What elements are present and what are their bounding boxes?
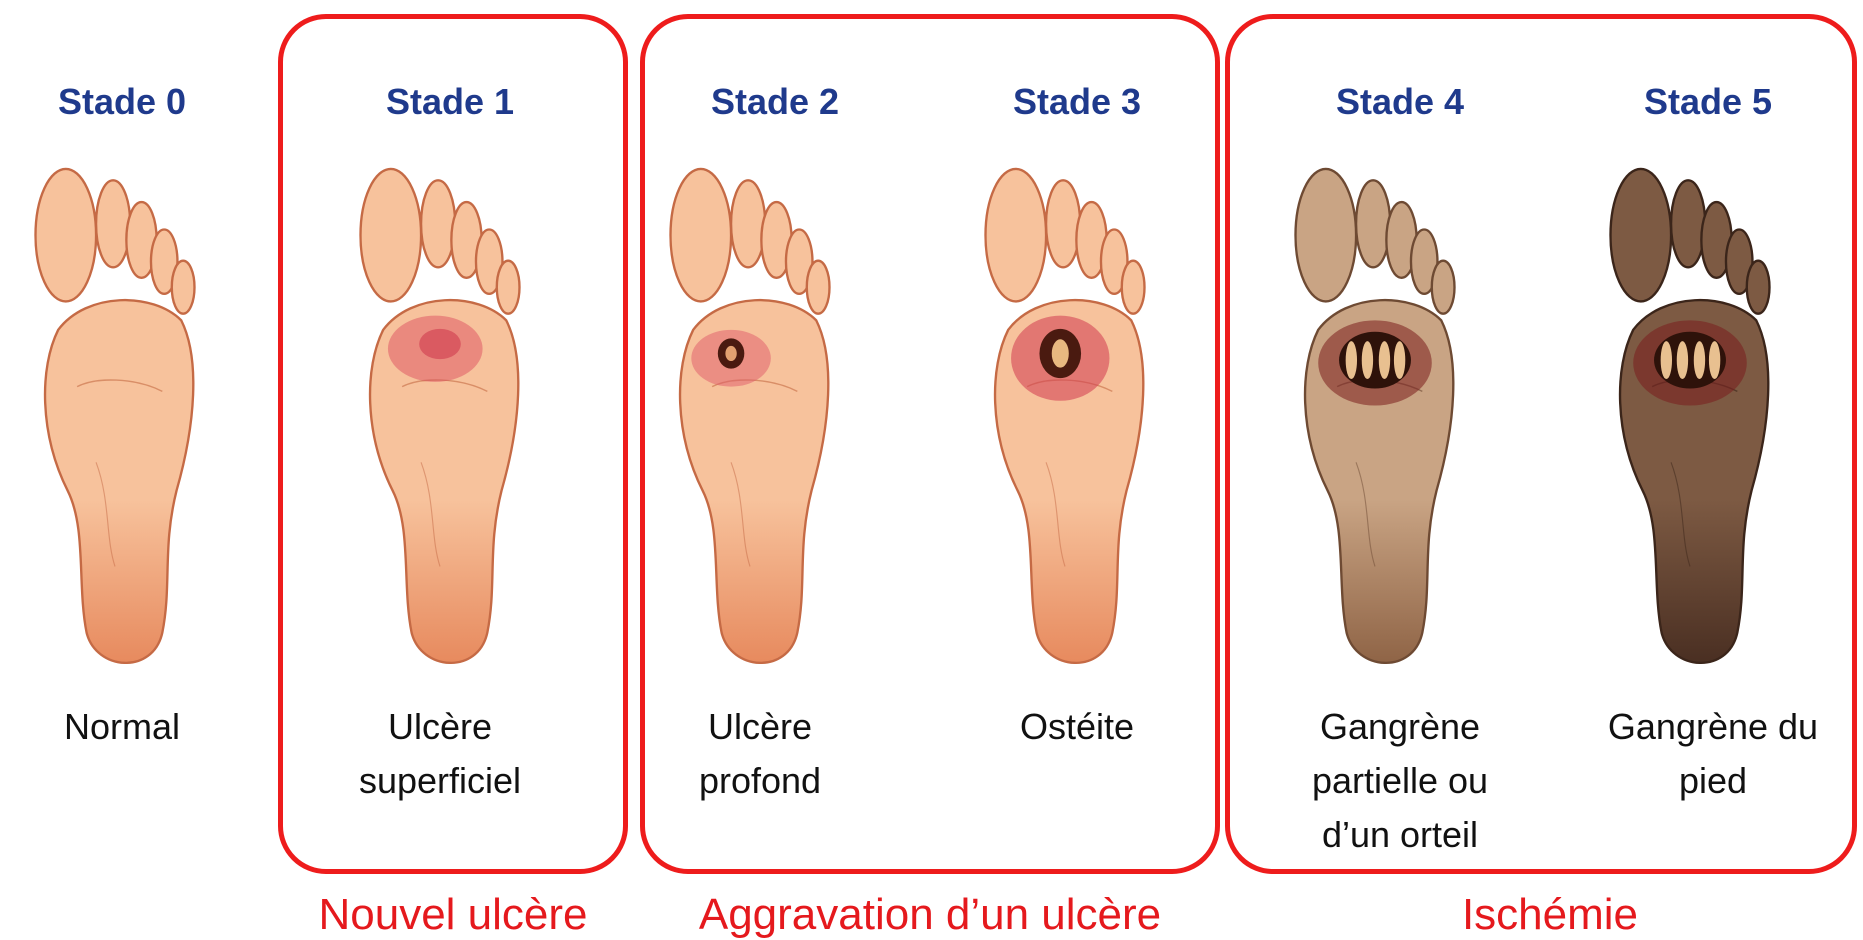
group-label-aggravation: Aggravation d’un ulcère [660, 890, 1200, 940]
foot-toe-5 [1122, 261, 1145, 314]
stage-description-4: Gangrène partielle ou d’un orteil [1290, 700, 1510, 862]
group-label-ischemie: Ischémie [1400, 890, 1700, 940]
foot-toe-2 [96, 180, 130, 267]
foot-toe-5 [1747, 261, 1770, 314]
foot-toe-2 [421, 180, 455, 267]
stage-title-3: Stade 3 [967, 80, 1187, 124]
foot-toe-2 [1046, 180, 1080, 267]
foot-toe-1 [1611, 169, 1672, 302]
foot-toe-5 [497, 261, 520, 314]
exposed-bone-3 [1379, 341, 1390, 379]
foot-toe-2 [1671, 180, 1705, 267]
stage-description-5: Gangrène du pied [1583, 700, 1843, 808]
ulcer-core [725, 346, 736, 361]
stage-description-3: Ostéite [957, 700, 1197, 754]
exposed-bone-3 [1694, 341, 1705, 379]
foot-sole [45, 300, 193, 663]
stage-title-0: Stade 0 [12, 80, 232, 124]
foot-illustration-stage-5 [1595, 150, 1785, 680]
stage-title-5: Stade 5 [1598, 80, 1818, 124]
foot-toe-1 [986, 169, 1047, 302]
foot-toe-1 [361, 169, 422, 302]
exposed-bone-4 [1394, 341, 1405, 379]
exposed-bone-2 [1362, 341, 1373, 379]
foot-toe-1 [671, 169, 732, 302]
foot-toe-5 [172, 261, 195, 314]
foot-illustration-stage-0 [20, 150, 210, 680]
foot-toe-5 [1432, 261, 1455, 314]
stage-title-4: Stade 4 [1290, 80, 1510, 124]
exposed-bone-2 [1677, 341, 1688, 379]
bone-exposed [1052, 339, 1069, 367]
foot-toe-2 [1356, 180, 1390, 267]
exposed-bone-1 [1346, 341, 1357, 379]
foot-illustration-stage-4 [1280, 150, 1470, 680]
foot-illustration-stage-2 [655, 150, 845, 680]
foot-toe-1 [1296, 169, 1357, 302]
foot-illustration-stage-3 [970, 150, 1160, 680]
foot-toe-5 [807, 261, 830, 314]
group-label-nouvel-ulcere: Nouvel ulcère [303, 890, 603, 940]
redness-core [419, 329, 461, 359]
stage-title-2: Stade 2 [665, 80, 885, 124]
stage-title-1: Stade 1 [340, 80, 560, 124]
exposed-bone-1 [1661, 341, 1672, 379]
foot-toe-2 [731, 180, 765, 267]
exposed-bone-4 [1709, 341, 1720, 379]
stage-description-2: Ulcère profond [680, 700, 840, 808]
foot-toe-1 [36, 169, 97, 302]
stage-description-0: Normal [2, 700, 242, 754]
stage-description-1: Ulcère superficiel [340, 700, 540, 808]
foot-illustration-stage-1 [345, 150, 535, 680]
